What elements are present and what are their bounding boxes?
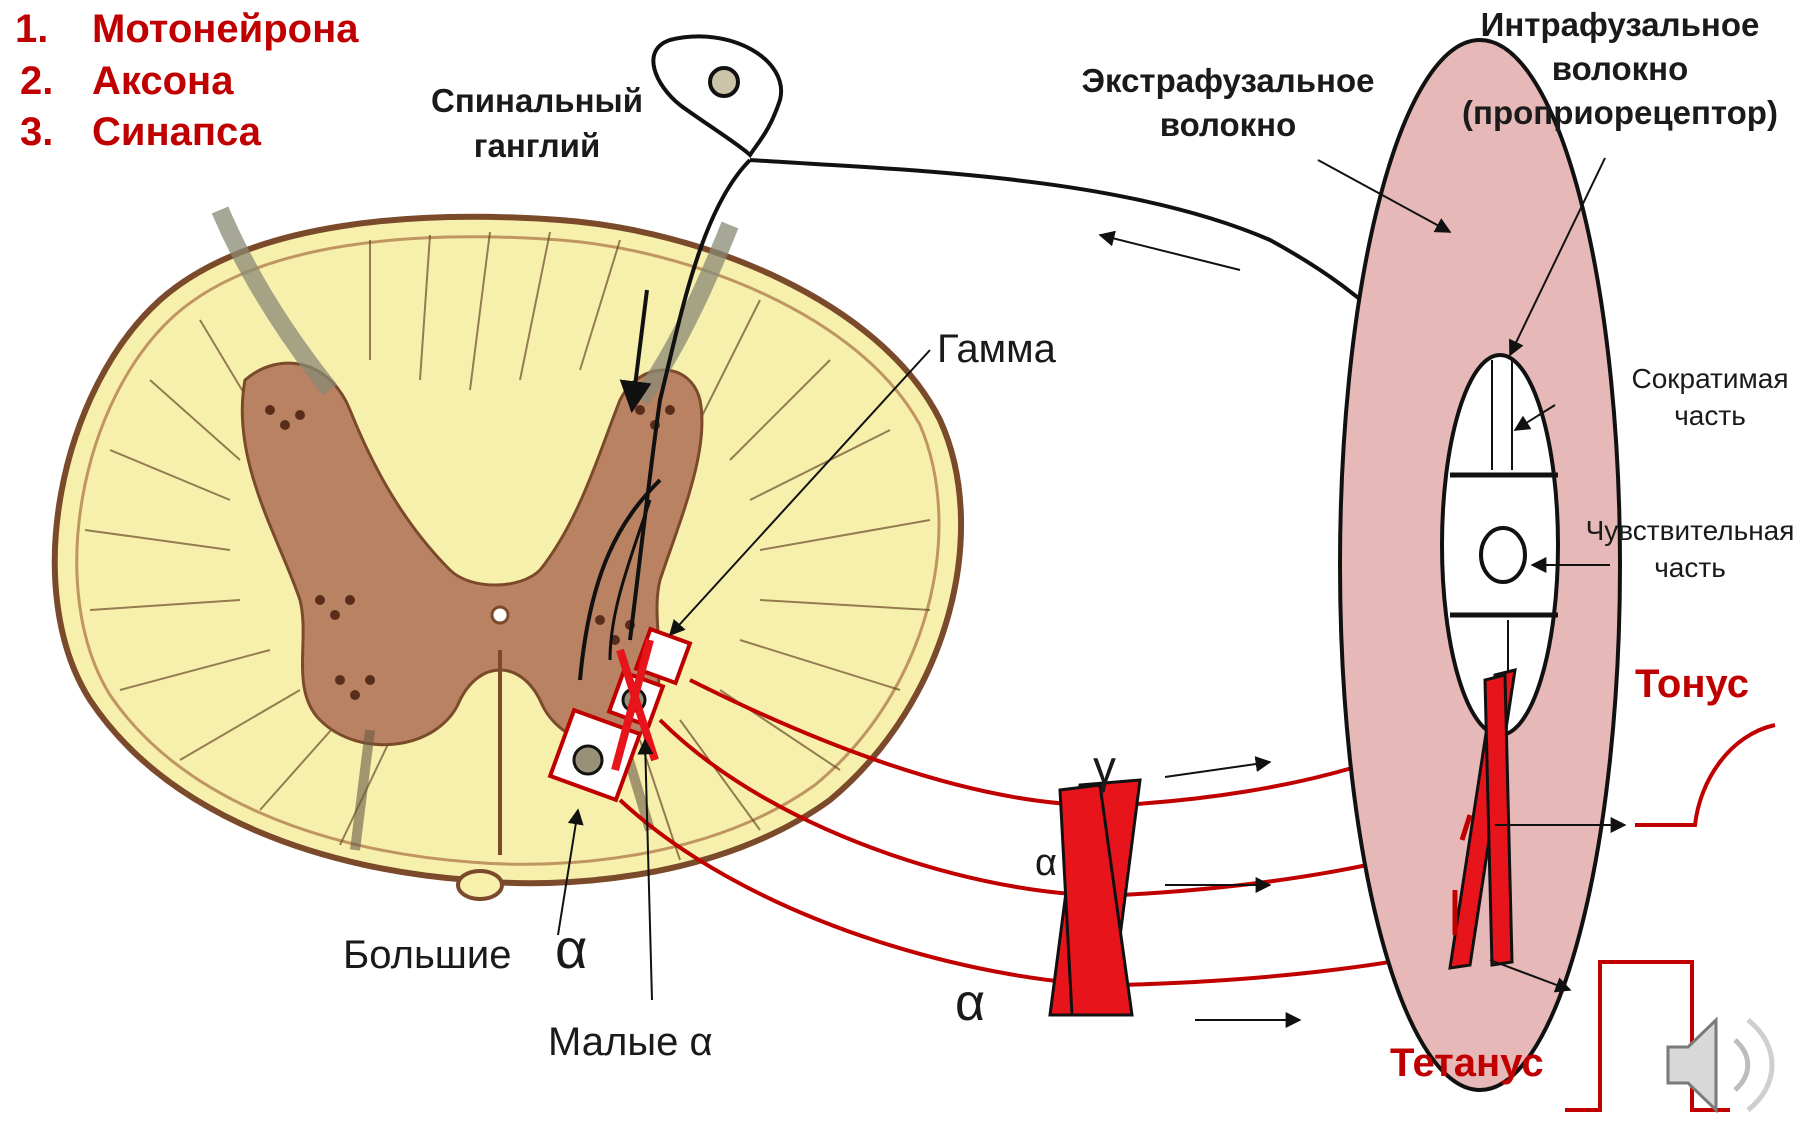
afferent-direction-arrow (1100, 235, 1240, 270)
tetanus-label: Тетанус (1390, 1041, 1544, 1085)
small-alpha-label: Малые α (548, 1020, 713, 1064)
list-text-2: Аксона (92, 59, 234, 103)
spinal-ganglion-label-2: ганглий (474, 127, 601, 164)
spinal-cord-outline (55, 217, 961, 883)
large-alpha-symbol: α (555, 917, 587, 980)
list-text-3: Синапса (92, 110, 262, 154)
intrafusal-label-3: (проприорецептор) (1462, 94, 1778, 131)
intrafusal-label-1: Интрафузальное (1481, 6, 1760, 43)
intrafusal-label-2: волокно (1552, 50, 1688, 87)
sensory-part-label-1: Чувствительная (1586, 515, 1795, 546)
list-num-2: 2. (20, 59, 53, 103)
gamma-label: Гамма (937, 327, 1057, 371)
extrafusal-label-2: волокно (1160, 106, 1296, 143)
contractile-label-1: Сократимая (1631, 363, 1788, 394)
large-alpha-label: Большие (343, 933, 511, 977)
list-num-3: 3. (20, 110, 53, 154)
tonus-trace (1635, 725, 1775, 825)
speaker-icon[interactable] (1668, 1020, 1772, 1110)
ganglion-nucleus (710, 68, 738, 96)
spinal-cord-section (55, 210, 961, 899)
fiber-alpha-large-label: α (955, 974, 985, 1032)
tonus-label: Тонус (1635, 662, 1749, 706)
sensory-part-label-2: часть (1654, 552, 1726, 583)
spinal-ganglion-label-1: Спинальный (431, 82, 643, 119)
fiber-alpha-small-label: α (1035, 842, 1057, 884)
fiber-gamma-label: γ (1093, 741, 1116, 793)
list-text-1: Мотонейрона (92, 7, 359, 51)
synapse-cross-middle (1050, 780, 1140, 1015)
contractile-label-2: часть (1674, 400, 1746, 431)
extrafusal-label-1: Экстрафузальное (1082, 62, 1375, 99)
anterior-artery (458, 871, 502, 899)
central-canal (492, 607, 508, 623)
large-alpha-nucleus (574, 746, 602, 774)
sensory-receptor (1481, 528, 1525, 582)
numbered-list: 1. Мотонейрона 2. Аксона 3. Синапса (15, 7, 359, 154)
list-num-1: 1. (15, 7, 48, 51)
